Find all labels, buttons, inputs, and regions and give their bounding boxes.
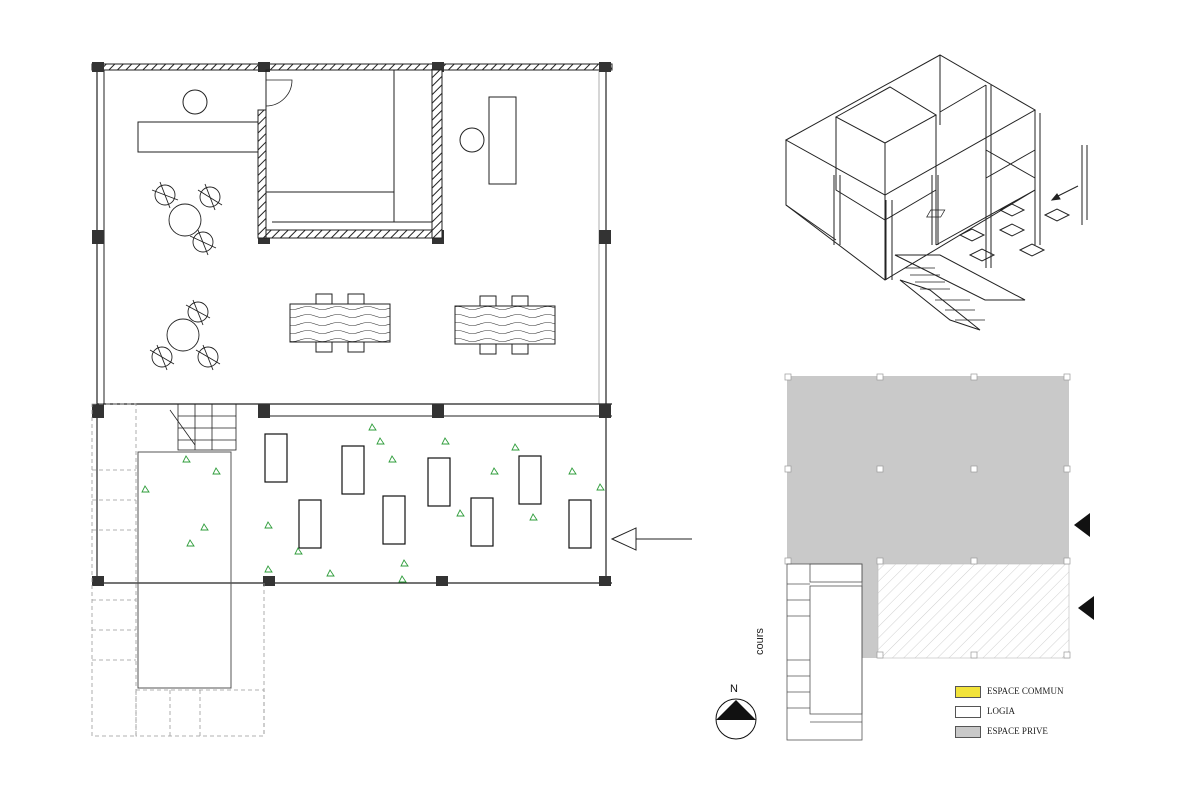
round-table-1 [151, 181, 223, 256]
top-wall [91, 63, 613, 71]
exterior-dashed [91, 403, 265, 737]
zone-espace-prive [787, 376, 1069, 564]
round-table-2 [149, 299, 221, 371]
legend-swatch [955, 686, 981, 698]
long-table-1 [289, 293, 391, 353]
counter [137, 121, 259, 153]
legend-swatch [955, 706, 981, 718]
floor-plan [91, 62, 692, 737]
planters [264, 433, 592, 549]
access-arrow-2 [1078, 596, 1094, 620]
north-compass [715, 698, 757, 740]
pool [137, 451, 232, 689]
staircase [169, 403, 237, 451]
north-label: N [730, 683, 738, 695]
zone-logia [877, 563, 1070, 659]
legend-label: ESPACE PRIVE [987, 726, 1048, 736]
zone-plan [715, 373, 1094, 741]
long-table-2 [454, 295, 556, 355]
cours-label: cours [754, 628, 766, 655]
stool-circle [182, 89, 208, 115]
access-arrow-1 [1074, 513, 1090, 537]
plant-marks [141, 423, 605, 583]
legend-label: ESPACE COMMUN [987, 686, 1064, 696]
legend-label: LOGIA [987, 706, 1015, 716]
entry-arrow [610, 527, 692, 551]
legend-swatch [955, 726, 981, 738]
isometric-view [784, 54, 1088, 331]
central-room [257, 69, 443, 239]
